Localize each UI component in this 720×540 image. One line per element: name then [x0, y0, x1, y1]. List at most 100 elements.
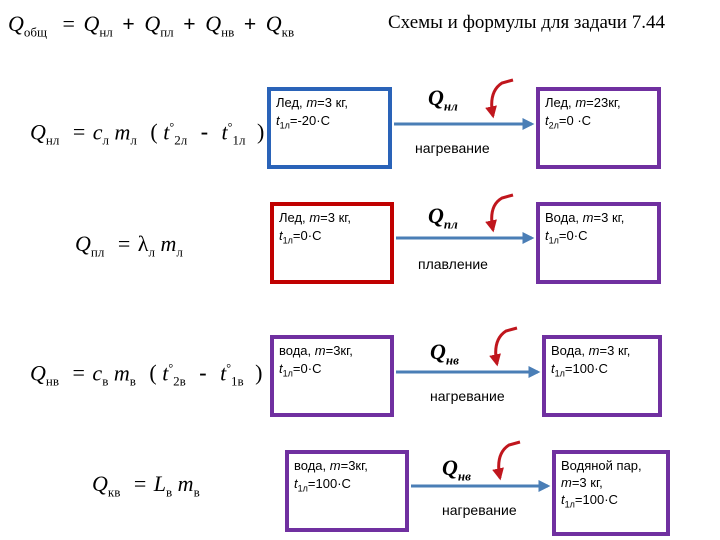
- degree-mark: °: [169, 120, 175, 134]
- subscript: в: [166, 484, 173, 500]
- box-temp-line: t1л=100·С: [294, 475, 400, 498]
- symbol-q: Q: [430, 339, 446, 364]
- box-temp-line: t1л=-20·С: [276, 112, 383, 135]
- degree-dot: ·: [604, 492, 609, 507]
- subscript: л: [130, 132, 137, 148]
- symbol-m: m: [561, 475, 572, 490]
- subscript: л: [148, 244, 155, 260]
- equals-sign: =: [72, 119, 86, 145]
- degree-dot: ·: [307, 228, 313, 243]
- formula-ice-melting: Qпл = λл mл: [75, 232, 183, 264]
- subscript: 1л: [564, 499, 575, 510]
- state-box-water-initial: вода, m=3кг, t1л=0·С: [270, 335, 394, 417]
- heat-label-q-nl: Qнл: [428, 86, 458, 118]
- equals-sign: =: [117, 231, 131, 256]
- heat-input-arrow: [485, 78, 514, 119]
- symbol-c: c: [92, 119, 103, 145]
- temp-value: =0: [558, 228, 574, 243]
- subscript: л: [176, 244, 183, 260]
- formula-water-vaporization: Qкв = Lв mв: [92, 472, 200, 504]
- symbol-q: Q: [92, 471, 108, 496]
- symbol-m: m: [113, 360, 130, 386]
- symbol-t: t: [279, 228, 283, 243]
- state-box-water-boiling: Вода, m=3 кг, t1л=100·С: [542, 335, 662, 417]
- left-paren: (: [149, 360, 157, 386]
- symbol-m: m: [575, 95, 587, 110]
- heat-input-arrow: [485, 193, 514, 233]
- mass-value: =3 кг,: [599, 343, 631, 358]
- unit-celsius: С: [598, 361, 608, 376]
- box-temp-line: t2л=0 ·С: [545, 112, 652, 135]
- unit-celsius: С: [608, 492, 618, 507]
- subscript: 1л: [232, 132, 246, 148]
- left-paren: (: [150, 119, 158, 145]
- symbol-m: m: [314, 343, 326, 358]
- plus-sign: +: [122, 11, 135, 36]
- subscript: пл: [90, 244, 105, 260]
- substance-label: Лед,: [276, 95, 303, 110]
- subscript: кв: [107, 484, 121, 500]
- symbol-q: Q: [442, 455, 458, 480]
- formula-water-heating: Qнв = cв mв ( t°2в - t°1в ): [30, 356, 263, 394]
- process-label-heating: нагревание: [442, 502, 517, 518]
- subscript: пл: [160, 24, 174, 40]
- degree-dot: ·: [573, 228, 579, 243]
- subscript: 2в: [173, 373, 186, 389]
- mass-value: =3кг,: [325, 343, 353, 358]
- box-mass-line: Вода, m=3 кг,: [545, 209, 652, 227]
- subscript: нл: [45, 132, 60, 148]
- symbol-q: Q: [30, 119, 46, 145]
- total-heat-formula: Qобщ = Qнл + Qпл + Qнв + Qкв: [8, 12, 294, 44]
- subscript: нв: [445, 352, 459, 368]
- subscript: нл: [99, 24, 113, 40]
- mass-value: =3 кг,: [571, 475, 603, 490]
- box-mass-line: Лед, m=3 кг,: [279, 209, 385, 227]
- equals-sign: =: [62, 11, 75, 36]
- symbol-t: t: [162, 360, 169, 386]
- heat-input-arrow: [489, 326, 518, 367]
- symbol-m: m: [309, 210, 321, 225]
- state-box-ice-initial: Лед, m=3 кг, t1л=-20·С: [267, 87, 392, 169]
- subscript: 1л: [548, 235, 559, 246]
- right-paren: ): [255, 360, 263, 386]
- mass-value: =3кг,: [340, 458, 368, 473]
- box-temp-line: t1л=100·С: [551, 360, 653, 383]
- symbol-q: Q: [428, 203, 444, 228]
- process-label-melting: плавление: [418, 256, 488, 272]
- subscript: в: [129, 373, 136, 389]
- heat-label-q-pl: Qпл: [428, 204, 458, 236]
- heat-label-q-nv: Qнв: [430, 340, 459, 372]
- temp-value: =0: [558, 113, 574, 128]
- unit-celsius: С: [312, 361, 322, 376]
- subscript: 2л: [174, 132, 188, 148]
- unit-celsius: С: [320, 113, 331, 128]
- temp-value: =100: [574, 492, 605, 507]
- symbol-t: t: [545, 228, 549, 243]
- subscript: нв: [45, 373, 59, 389]
- equals-sign: =: [72, 360, 85, 386]
- symbol-t: t: [276, 113, 280, 128]
- formula-ice-heating: Qнл = cл mл ( t°2л - t°1л ): [30, 115, 264, 153]
- symbol-q: Q: [205, 11, 222, 36]
- subscript: л: [102, 132, 110, 148]
- plus-sign: +: [243, 11, 257, 36]
- state-box-water-at-boiling: вода, m=3кг, t1л=100·С: [285, 450, 409, 532]
- symbol-c: c: [92, 360, 103, 386]
- mass-value: =3 кг,: [317, 95, 349, 110]
- symbol-m: m: [114, 119, 131, 145]
- heat-input-arrow: [492, 440, 521, 481]
- state-box-steam: Водяной пар, m=3 кг, t1л=100·С: [552, 450, 670, 536]
- minus-sign: -: [200, 119, 209, 145]
- symbol-q: Q: [30, 360, 46, 386]
- subscript: 1л: [282, 235, 293, 246]
- symbol-t: t: [163, 119, 170, 145]
- box-mass-line: вода, m=3кг,: [279, 342, 385, 360]
- subscript: нл: [443, 98, 458, 114]
- equals-sign: =: [133, 471, 147, 496]
- degree-dot: ·: [316, 113, 321, 128]
- substance-label: вода,: [294, 458, 327, 473]
- symbol-l: L: [153, 471, 167, 496]
- temp-value: =0: [292, 228, 308, 243]
- plus-sign: +: [183, 11, 196, 36]
